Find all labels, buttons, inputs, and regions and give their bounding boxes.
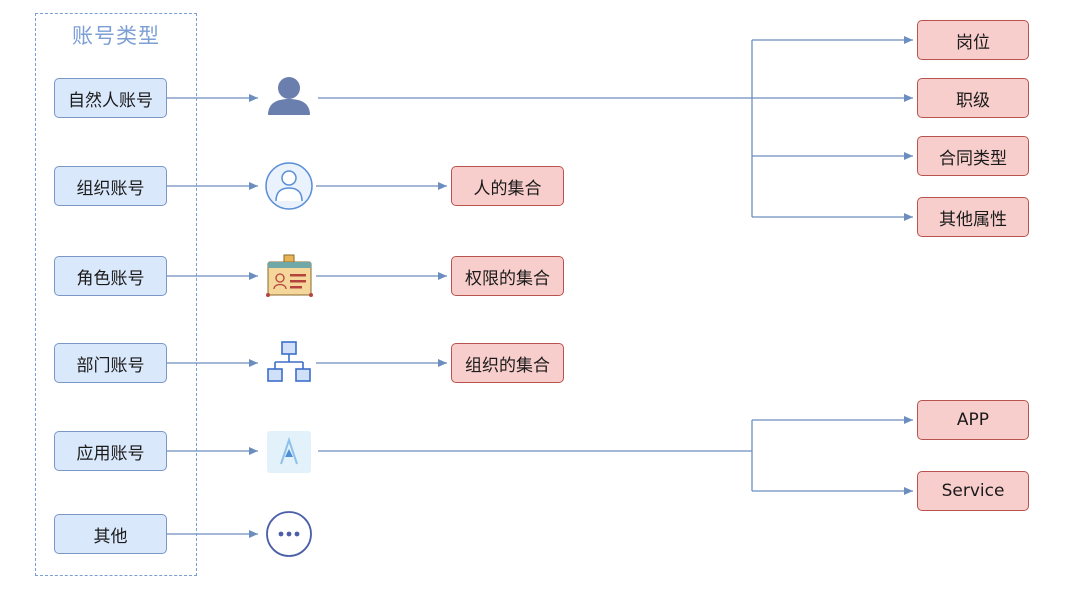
target-app: APP — [917, 400, 1029, 440]
collection-organizations: 组织的集合 — [451, 343, 564, 383]
account-type-natural-person: 自然人账号 — [54, 78, 167, 118]
account-type-department: 部门账号 — [54, 343, 167, 383]
target-service: Service — [917, 471, 1029, 511]
id-badge-icon — [266, 254, 313, 297]
app-icon — [267, 431, 311, 473]
user-circle-icon — [265, 162, 313, 210]
attribute-contract-type: 合同类型 — [917, 136, 1029, 176]
attribute-other: 其他属性 — [917, 197, 1029, 237]
collection-people: 人的集合 — [451, 166, 564, 206]
more-icon — [266, 511, 312, 557]
attribute-rank: 职级 — [917, 78, 1029, 118]
group-title: 账号类型 — [72, 24, 160, 48]
account-type-role: 角色账号 — [54, 256, 167, 296]
attribute-position: 岗位 — [917, 20, 1029, 60]
collection-permissions: 权限的集合 — [451, 256, 564, 296]
account-types-group — [35, 13, 197, 576]
account-type-application: 应用账号 — [54, 431, 167, 471]
org-chart-icon — [267, 341, 311, 382]
account-type-other: 其他 — [54, 514, 167, 554]
person-icon — [268, 77, 310, 115]
account-type-organization: 组织账号 — [54, 166, 167, 206]
